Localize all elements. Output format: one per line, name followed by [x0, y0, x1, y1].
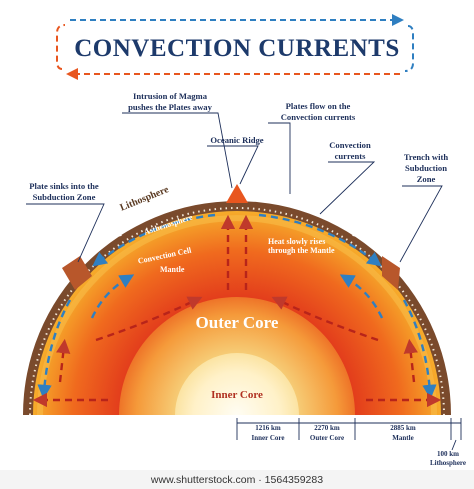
blue-arrow-right-down: [402, 299, 437, 400]
title-banner: CONVECTION CURRENTS: [56, 14, 414, 80]
mantle-label: Mantle: [160, 265, 185, 274]
scale-mantle-depth: 2885 km: [390, 424, 416, 432]
convection-currents-label-line-1: Convection: [329, 140, 371, 150]
red-arrow-right-rise: [403, 338, 418, 383]
trench-label-line-2: Subduction: [405, 163, 447, 173]
blue-arrow-right-upper: [258, 213, 382, 267]
plate-sinks-label-line-1: Plate sinks into the: [29, 181, 99, 191]
scale-mantle-name: Mantle: [392, 434, 413, 442]
lithosphere-label: Lithosphere: [118, 184, 170, 214]
plate-sinks-label-line-2: Subduction Zone: [33, 192, 96, 202]
callouts: Intrusion of Magma pushes the Plates awa…: [26, 91, 449, 263]
scale-inner-core-depth: 1216 km: [255, 424, 281, 432]
red-arrow-left-return: [95, 296, 203, 342]
plate-flow-arrows: [111, 189, 363, 239]
outer-core-label: Outer Core: [196, 313, 279, 332]
red-arrow-right-return: [271, 296, 379, 342]
trench-label-line-1: Trench with: [404, 152, 449, 162]
blue-arrow-left-down: [37, 299, 72, 400]
lithosphere-surface-dots: [29, 207, 445, 416]
magma-label-line-1: Intrusion of Magma: [133, 91, 208, 101]
heat-label-line-2: through the Mantle: [268, 246, 335, 255]
blue-arrow-left-inner: [90, 274, 135, 319]
page-title: CONVECTION CURRENTS: [74, 35, 400, 62]
inner-core-layer: [175, 353, 299, 415]
plate-arrow-left-2: [169, 196, 191, 207]
plates-flow-leader: [268, 122, 291, 194]
asthenosphere-band: [37, 215, 437, 416]
plate-arrow-left-4: [111, 224, 129, 239]
plate-arrow-right-3: [315, 208, 336, 219]
oceanic-ridge-leader: [207, 145, 259, 185]
scale-lithosphere-depth: 100 km: [437, 450, 459, 458]
subduction-zone-right: [382, 256, 400, 290]
scale-inner-core-name: Inner Core: [252, 434, 285, 442]
heat-label-line-1: Heat slowly rises: [268, 237, 325, 246]
depth-scale: 1216 km Inner Core 2270 km Outer Core 28…: [236, 418, 466, 467]
scale-outer-core-name: Outer Core: [310, 434, 344, 442]
plates-flow-label-line-1: Plates flow on the: [286, 101, 351, 111]
plate-arrow-left-3: [138, 208, 159, 219]
convection-currents-label-line-2: currents: [335, 151, 367, 161]
footer-text: www.shutterstock.com · 1564359283: [150, 474, 323, 486]
blue-arrow-right-inner: [339, 274, 384, 319]
oceanic-ridge: [226, 184, 248, 203]
inner-core-label: Inner Core: [211, 389, 263, 401]
footer-strip: [0, 470, 474, 489]
scale-lithosphere-leader: [451, 439, 457, 451]
scale-outer-core-depth: 2270 km: [314, 424, 340, 432]
plate-sinks-leader: [26, 203, 105, 263]
magma-leader: [122, 112, 233, 189]
scale-lithosphere-name: Lithosphere: [430, 459, 466, 467]
plate-arrow-left-1: [201, 189, 223, 200]
earth-cross-section: Lithosphere Asthenosphere Convection Cel…: [23, 184, 451, 416]
red-convection-arrows: [32, 214, 442, 408]
blue-convection-arrows: [37, 213, 437, 400]
blue-arrow-left-upper: [92, 213, 216, 267]
trench-leader: [399, 185, 443, 263]
subduction-zone-left: [62, 256, 92, 290]
convection-currents-leader: [319, 161, 376, 215]
oceanic-ridge-label: Oceanic Ridge: [210, 135, 263, 145]
red-arrow-left-rise: [56, 338, 71, 383]
title-frame-right-arrow: [404, 25, 414, 72]
trench-label-line-3: Zone: [417, 174, 436, 184]
magma-label-line-2: pushes the Plates away: [128, 102, 212, 112]
plates-flow-label-line-2: Convection currents: [281, 112, 356, 122]
plate-arrow-right-4: [345, 224, 363, 239]
plate-arrow-right-2: [283, 196, 305, 207]
title-frame-left-arrow: [56, 24, 66, 70]
plate-arrow-right-1: [251, 189, 273, 200]
